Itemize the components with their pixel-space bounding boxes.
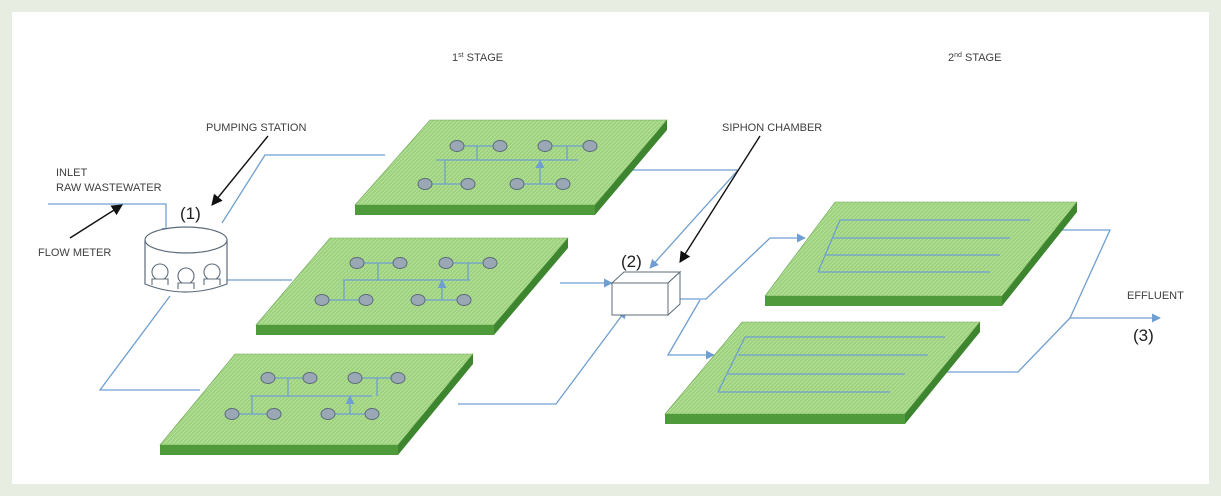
siphon-chamber-pointer	[679, 135, 761, 263]
pumping-station-label: PUMPING STATION	[206, 122, 306, 134]
marker-1: (1)	[180, 204, 201, 223]
flow-meter-pointer	[69, 204, 123, 239]
stage2-label: 2nd STAGE	[948, 52, 1001, 64]
stage1-label: 1st STAGE	[452, 52, 503, 64]
inlet-pipe	[48, 203, 171, 237]
bed-d	[764, 201, 1078, 306]
siphon-chamber-box	[610, 270, 682, 317]
inlet-label: INLET	[56, 167, 87, 179]
bed-d-distribution	[817, 219, 1030, 273]
effluent-label: EFFLUENT	[1127, 290, 1184, 302]
siphon-chamber-label: SIPHON CHAMBER	[722, 122, 822, 134]
marker-3: (3)	[1133, 326, 1154, 345]
bed-c	[159, 353, 474, 455]
pipe-to-bed-a	[221, 154, 385, 224]
pipe-bed-c-siphon	[458, 309, 627, 405]
bed-b	[255, 237, 569, 335]
pipe-bed-e-effluent	[935, 317, 1071, 373]
bed-e	[664, 321, 981, 424]
bed-e-distribution	[717, 336, 945, 393]
bed-b-nodes	[314, 257, 498, 306]
bed-c-distribution	[232, 377, 398, 415]
raw-wastewater-label: RAW WASTEWATER	[56, 182, 162, 194]
bed-b-distribution	[322, 262, 490, 301]
bed-a	[354, 119, 668, 215]
diagram-frame: 1st STAGE 2nd STAGE PUMPING STATION SIPH…	[12, 12, 1209, 484]
pipe-siphon-bed-d	[680, 233, 806, 300]
pump-icons	[151, 263, 221, 289]
pumping-station-pointer	[211, 135, 269, 206]
pipe-siphon-bed-e	[666, 299, 715, 360]
pumping-station-tank	[144, 226, 228, 293]
pipe-bed-a-siphon	[630, 169, 740, 269]
bed-a-nodes	[417, 140, 598, 190]
bed-c-nodes	[224, 372, 406, 420]
flow-meter-label: FLOW METER	[38, 247, 111, 259]
marker-2: (2)	[621, 252, 642, 271]
pipe-to-bed-c	[98, 295, 200, 391]
bed-a-distribution	[425, 145, 590, 185]
